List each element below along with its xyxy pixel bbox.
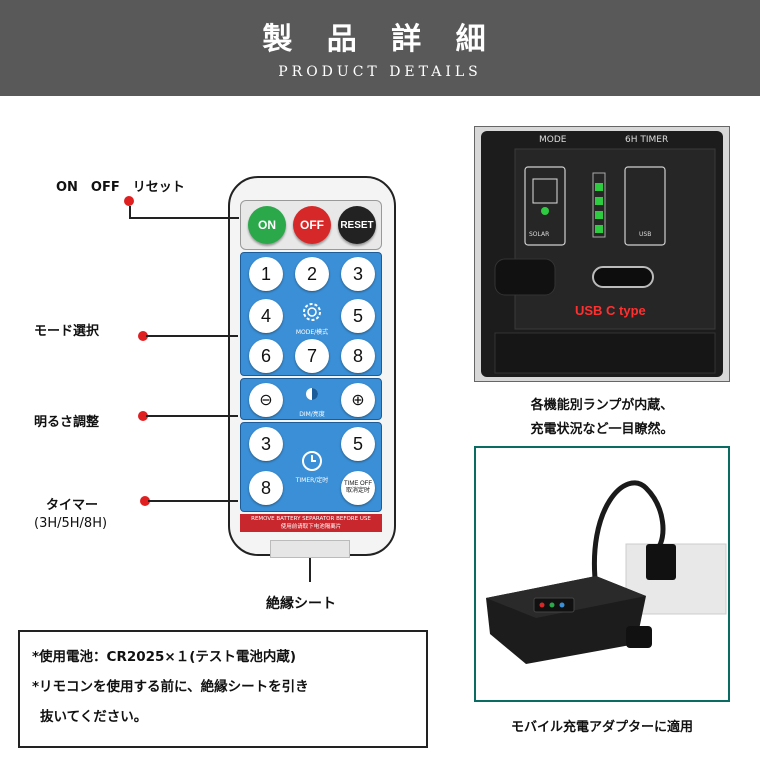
caption-adapter: モバイル充電アダプターに適用 bbox=[510, 720, 693, 735]
on-button[interactable]: ON bbox=[248, 206, 286, 244]
callout-line bbox=[146, 415, 238, 417]
number-button-6[interactable]: 6 bbox=[249, 339, 283, 373]
adapter-illustration bbox=[486, 480, 727, 664]
warning-cn: 使用前请取下电池隔离片 bbox=[280, 524, 342, 530]
callout-dot bbox=[138, 411, 148, 421]
solar-text: SOLAR bbox=[529, 231, 550, 238]
reset-button[interactable]: RESET bbox=[338, 206, 376, 244]
brightness-down-button[interactable]: ⊖ bbox=[249, 383, 283, 417]
number-button-3[interactable]: 3 bbox=[341, 257, 375, 291]
header: 製 品 詳 細 PRODUCT DETAILS bbox=[0, 0, 760, 96]
callout-line bbox=[309, 558, 311, 582]
label-timer: タイマー bbox=[46, 498, 99, 513]
caption-line1: 各機能別ランプが内蔵、 bbox=[530, 398, 674, 413]
usb-text: USB bbox=[639, 231, 652, 238]
callout-dot bbox=[124, 196, 134, 206]
usb-c-label: USB C type bbox=[575, 303, 646, 318]
timer-label: TIMER/定时 bbox=[295, 477, 329, 484]
timer-button-3[interactable]: 3 bbox=[249, 427, 283, 461]
caption-line2: 充電状況など一目瞭然。 bbox=[530, 422, 674, 437]
note-remove-sheet-cont: 抜いてください。 bbox=[40, 709, 148, 725]
timer-button-5[interactable]: 5 bbox=[341, 427, 375, 461]
note-remove-sheet: *リモコンを使用する前に、絶縁シートを引き bbox=[32, 679, 309, 695]
label-mode-select: モード選択 bbox=[34, 324, 100, 339]
brightness-icon bbox=[301, 383, 323, 405]
gear-icon bbox=[299, 299, 325, 325]
title-en: PRODUCT DETAILS bbox=[278, 64, 482, 80]
time-off-label: TIME OFF bbox=[344, 481, 372, 487]
timer-button-8[interactable]: 8 bbox=[249, 471, 283, 505]
number-button-7[interactable]: 7 bbox=[295, 339, 329, 373]
callout-dot bbox=[138, 331, 148, 341]
off-button[interactable]: OFF bbox=[293, 206, 331, 244]
time-off-button[interactable]: TIME OFF 取消定时 bbox=[341, 471, 375, 505]
time-off-cn-label: 取消定时 bbox=[345, 488, 370, 494]
mode-text: MODE bbox=[539, 135, 567, 145]
title-jp: 製 品 詳 細 bbox=[262, 22, 498, 57]
number-button-4[interactable]: 4 bbox=[249, 299, 283, 333]
dim-panel: ⊖ DIM/亮度 ⊕ bbox=[240, 378, 382, 420]
warning-en: REMOVE BATTERY SEPARATOR BEFORE USE bbox=[251, 516, 371, 522]
control-box-photo: MODE 6H TIMER SOLAR USB USB C type bbox=[474, 126, 730, 382]
insulation-sheet[interactable] bbox=[270, 540, 350, 558]
label-on-off-reset: ON OFF リセット bbox=[56, 180, 185, 195]
battery-warning: REMOVE BATTERY SEPARATOR BEFORE USE 使用前请… bbox=[240, 514, 382, 532]
callout-line bbox=[148, 500, 238, 502]
callout-line bbox=[129, 206, 131, 218]
brightness-up-button[interactable]: ⊕ bbox=[341, 383, 375, 417]
label-timer-sub: (3H/5H/8H) bbox=[34, 516, 108, 531]
callout-dot bbox=[140, 496, 150, 506]
number-button-5[interactable]: 5 bbox=[341, 299, 375, 333]
control-box-illustration bbox=[475, 127, 729, 381]
adapter-photo bbox=[474, 446, 730, 702]
label-insulation: 絶縁シート bbox=[266, 596, 336, 612]
timer-panel: 3 5 TIMER/定时 8 TIME OFF 取消定时 bbox=[240, 422, 382, 512]
number-button-8[interactable]: 8 bbox=[341, 339, 375, 373]
number-button-2[interactable]: 2 bbox=[295, 257, 329, 291]
dim-label: DIM/亮度 bbox=[299, 411, 325, 418]
notes-box: *使用電池：CR2025×１(テスト電池内蔵) *リモコンを使用する前に、絶縁シ… bbox=[18, 630, 428, 748]
callout-line bbox=[146, 335, 238, 337]
mode-label: MODE/模式 bbox=[295, 329, 329, 336]
label-brightness: 明るさ調整 bbox=[34, 415, 100, 430]
number-button-1[interactable]: 1 bbox=[249, 257, 283, 291]
callout-line bbox=[129, 217, 239, 219]
remote-control: ON OFF RESET 1 2 3 4 MODE/模式 5 6 7 8 ⊖ D… bbox=[228, 176, 396, 556]
timer-text: 6H TIMER bbox=[625, 135, 669, 145]
note-battery: *使用電池：CR2025×１(テスト電池内蔵) bbox=[32, 649, 297, 665]
alarm-clock-icon bbox=[299, 447, 325, 473]
mode-panel: 1 2 3 4 MODE/模式 5 6 7 8 bbox=[240, 252, 382, 376]
